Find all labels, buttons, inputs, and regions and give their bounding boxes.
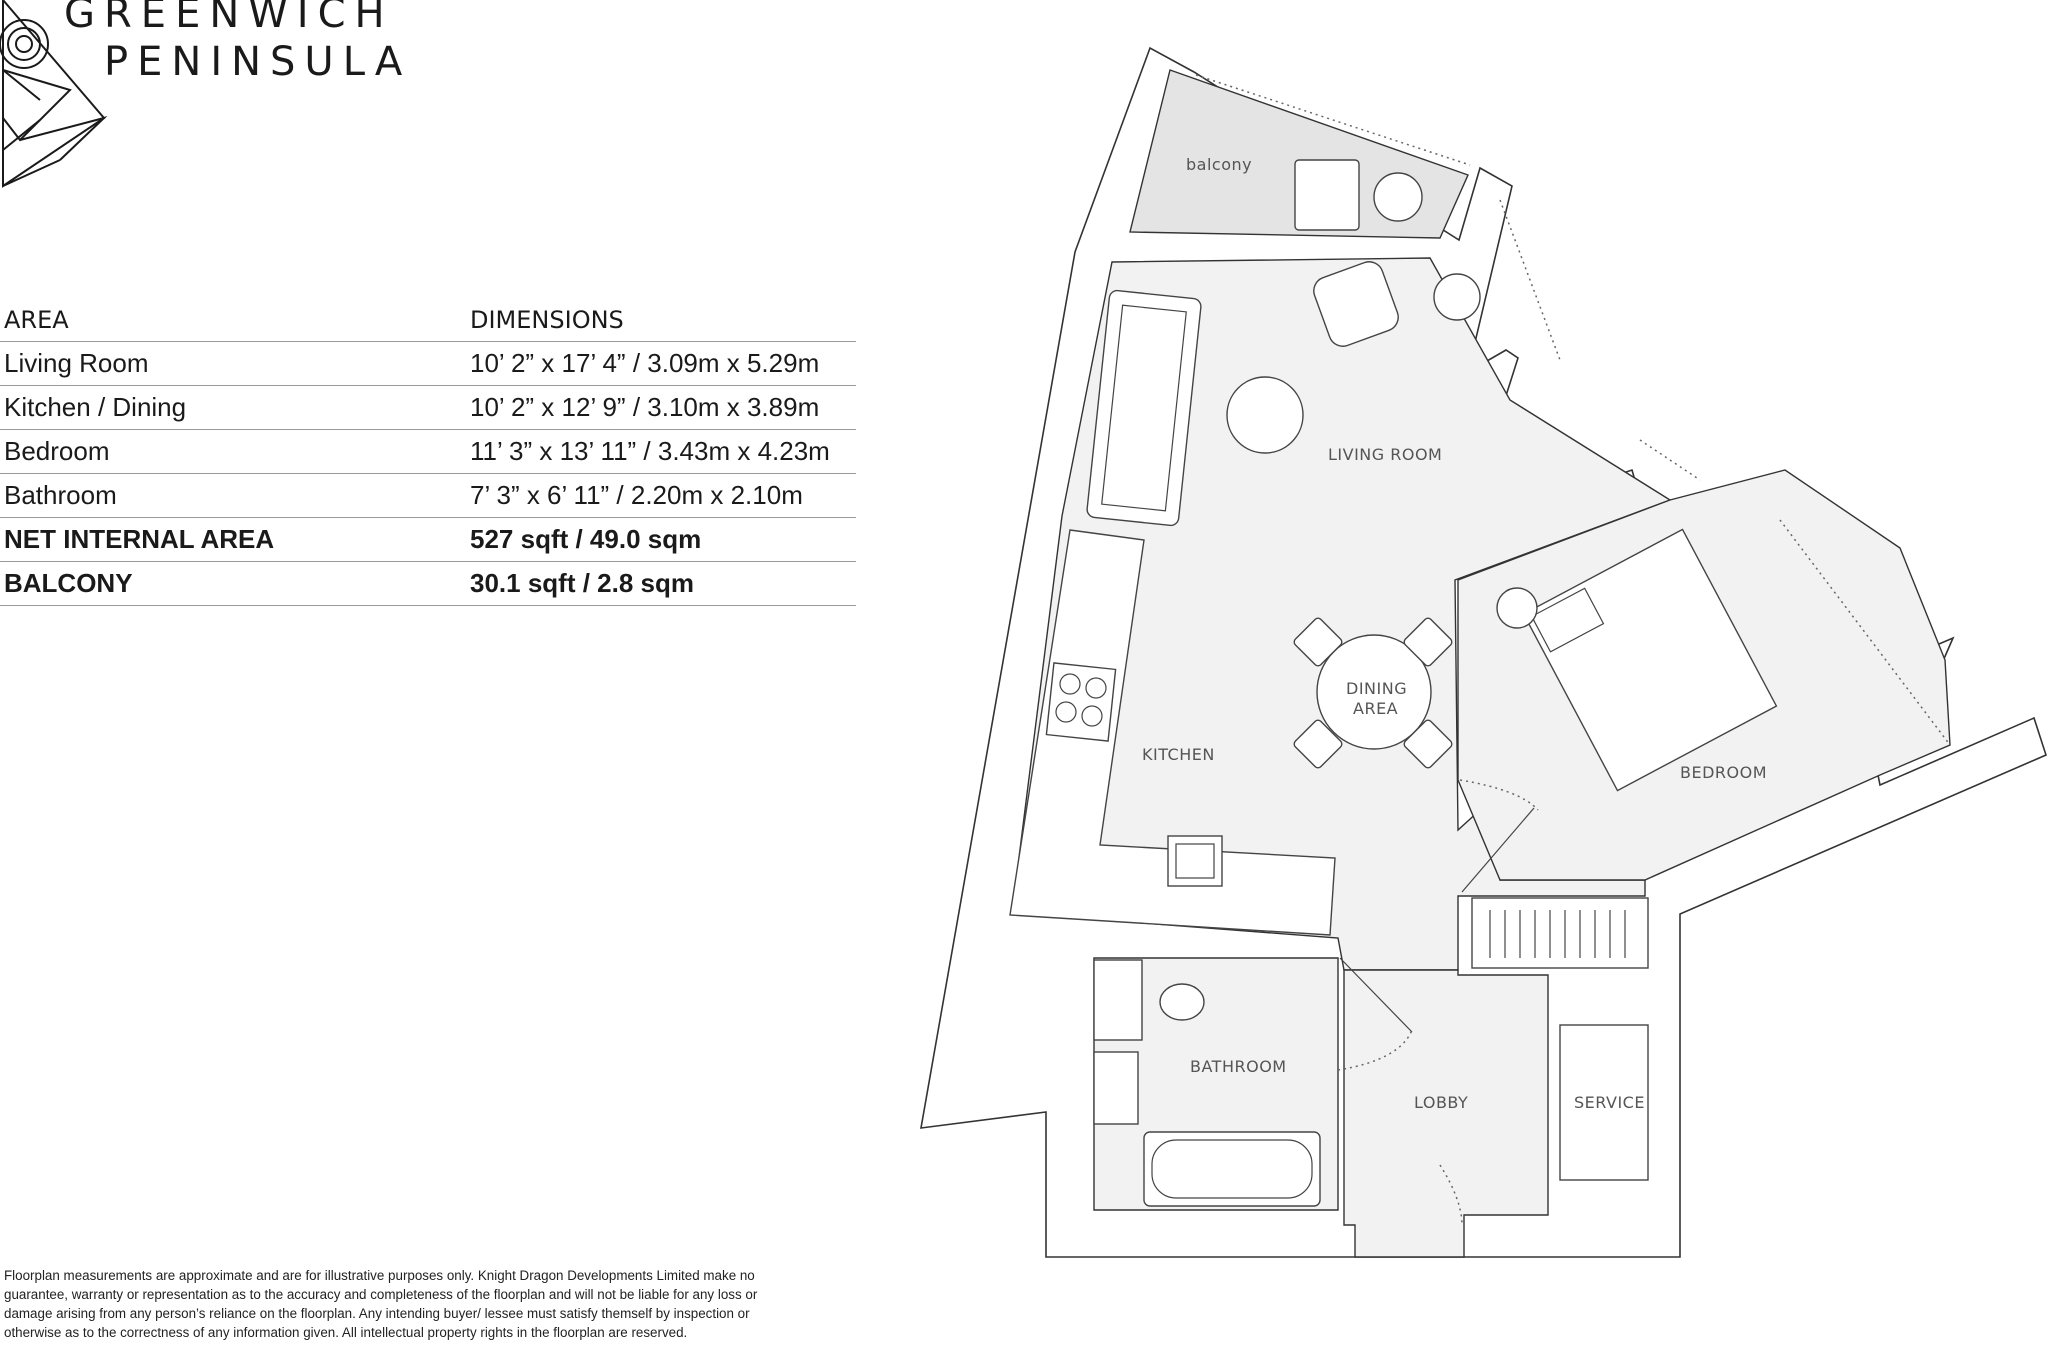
balcony-table — [1373, 172, 1423, 222]
vanity — [1093, 959, 1143, 1041]
brand-name-line2: PENINSULA — [104, 39, 412, 85]
bed — [1522, 528, 1778, 792]
basin — [1093, 1051, 1139, 1125]
door-swing — [1439, 1164, 1463, 1226]
row-area: BALCONY — [0, 561, 466, 606]
door-leaf — [1339, 957, 1413, 1033]
kitchen-counter — [1009, 529, 1336, 936]
armchair — [1313, 261, 1399, 347]
row-area: Kitchen / Dining — [0, 385, 466, 430]
label-lobby: LOBBY — [1414, 1093, 1468, 1112]
window-line — [1639, 439, 1701, 481]
bathtub — [1143, 1131, 1321, 1207]
wardrobe — [1471, 897, 1649, 969]
triangle-mosaic-logo — [0, 0, 108, 188]
bathtub-inner — [1151, 1139, 1313, 1199]
label-living-room: LIVING ROOM — [1328, 445, 1442, 464]
hob-ring — [1081, 705, 1103, 727]
area-dimensions-table: AREA DIMENSIONS Living Room 10’ 2” x 17’… — [0, 298, 856, 606]
lobby-floor — [1343, 969, 1549, 1258]
dining-chair — [1403, 617, 1453, 667]
hob-ring — [1085, 677, 1107, 699]
toilet — [1159, 983, 1205, 1021]
dining-table — [1316, 634, 1432, 750]
row-dimensions: 7’ 3” x 6’ 11” / 2.20m x 2.10m — [466, 473, 856, 518]
dining-chair — [1403, 719, 1453, 769]
table-header: AREA DIMENSIONS — [0, 298, 856, 342]
header-dimensions: DIMENSIONS — [466, 298, 856, 342]
sofa — [1086, 289, 1202, 527]
brand-name-line1: GREENWICH — [64, 0, 394, 37]
dining-chair — [1293, 617, 1343, 667]
window-line — [1195, 74, 1471, 166]
sink-basin — [1175, 843, 1215, 879]
wardrobe-hangers — [1489, 910, 1626, 958]
dining-chair — [1293, 719, 1343, 769]
row-dimensions: 11’ 3” x 13’ 11” / 3.43m x 4.23m — [466, 429, 856, 474]
row-dimensions: 10’ 2” x 17’ 4” / 3.09m x 5.29m — [466, 341, 856, 386]
pillow — [1530, 587, 1605, 653]
hob — [1045, 662, 1117, 742]
label-dining-2: AREA — [1353, 699, 1398, 718]
table-row: Kitchen / Dining 10’ 2” x 12’ 9” / 3.10m… — [0, 385, 856, 430]
table-row: Bathroom 7’ 3” x 6’ 11” / 2.20m x 2.10m — [0, 473, 856, 518]
row-dimensions: 10’ 2” x 12’ 9” / 3.10m x 3.89m — [466, 385, 856, 430]
sofa-seat — [1101, 304, 1187, 512]
table-row: NET INTERNAL AREA 527 sqft / 49.0 sqm — [0, 517, 856, 562]
row-area: NET INTERNAL AREA — [0, 517, 466, 562]
hob-ring — [1055, 701, 1077, 723]
row-dimensions: 30.1 sqft / 2.8 sqm — [466, 561, 856, 606]
window-line — [1499, 199, 1561, 361]
door-leaf — [1461, 807, 1535, 893]
row-area: Bathroom — [0, 473, 466, 518]
label-dining-1: DINING — [1346, 679, 1407, 698]
service-cupboard — [1559, 1024, 1649, 1181]
side-table — [1433, 273, 1481, 321]
balcony-chair — [1294, 159, 1360, 231]
hob-ring — [1059, 673, 1081, 695]
label-bathroom: BATHROOM — [1190, 1057, 1287, 1076]
table-row: Bedroom 11’ 3” x 13’ 11” / 3.43m x 4.23m — [0, 429, 856, 474]
bedside-table — [1496, 587, 1538, 629]
row-area: Living Room — [0, 341, 466, 386]
label-service: SERVICE — [1574, 1093, 1645, 1112]
label-bedroom: BEDROOM — [1680, 763, 1767, 782]
table-row: BALCONY 30.1 sqft / 2.8 sqm — [0, 561, 856, 606]
row-area: Bedroom — [0, 429, 466, 474]
brand-logo: GREENWICH PENINSULA — [0, 0, 402, 200]
row-dimensions: 527 sqft / 49.0 sqm — [466, 517, 856, 562]
coffee-table — [1226, 376, 1304, 454]
header-area: AREA — [0, 298, 466, 342]
label-balcony: balcony — [1186, 155, 1252, 174]
disclaimer-text: Floorplan measurements are approximate a… — [4, 1268, 758, 1340]
table-row: Living Room 10’ 2” x 17’ 4” / 3.09m x 5.… — [0, 341, 856, 386]
label-kitchen: KITCHEN — [1142, 745, 1215, 764]
window-line — [1779, 519, 1951, 746]
door-swing — [1459, 779, 1539, 811]
